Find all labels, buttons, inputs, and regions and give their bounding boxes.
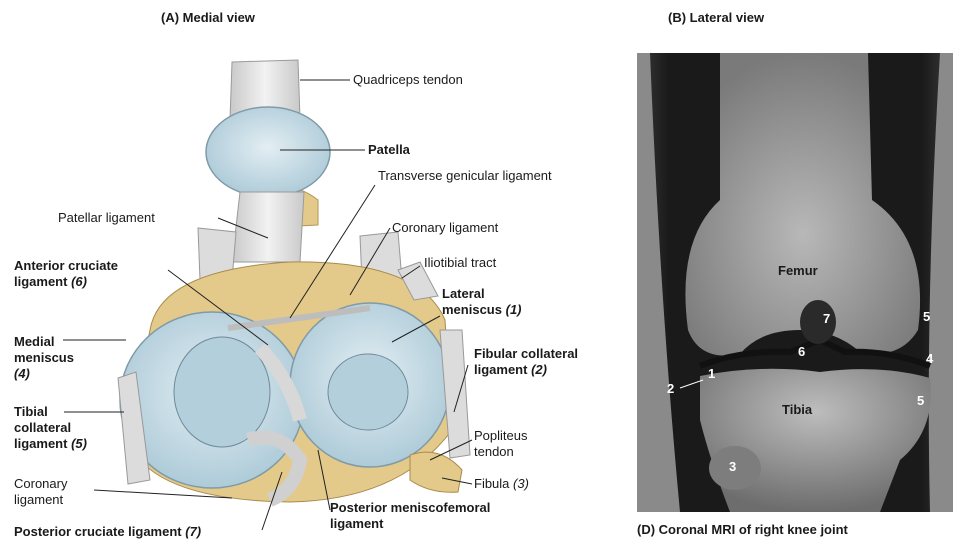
popliteus-tendon-label: Popliteus tendon: [474, 428, 544, 460]
tibial-collateral-label: Tibial collateral ligament (5): [14, 404, 104, 452]
iliotibial-tract-label: Iliotibial tract: [424, 255, 496, 271]
acl-label: Anterior cruciate ligament (6): [14, 258, 174, 290]
patellar-ligament-shape: [232, 192, 304, 262]
lateral-meniscus-label: Lateral meniscus (1): [442, 286, 532, 318]
mri-number-6: 6: [798, 344, 805, 359]
mri-number-1: 1: [708, 366, 715, 381]
patella-label: Patella: [368, 142, 410, 158]
mri-number-5-upper: 5: [923, 309, 930, 324]
coronary-ligament-bottom-label: Coronary ligament: [14, 476, 94, 508]
pcl-label: Posterior cruciate ligament (7): [14, 524, 201, 540]
mri-number-5-lower: 5: [917, 393, 924, 408]
mri-number-2: 2: [667, 381, 674, 396]
fibula-label: Fibula (3): [474, 476, 529, 492]
mri-number-4: 4: [926, 351, 933, 366]
mri-number-3: 3: [729, 459, 736, 474]
fibula-shape: [410, 452, 462, 492]
patellar-ligament-label: Patellar ligament: [58, 210, 155, 226]
patella-shape: [206, 107, 330, 197]
transverse-genicular-label: Transverse genicular ligament: [378, 168, 563, 184]
fibular-collateral-label: Fibular collateral ligament (2): [474, 346, 584, 378]
mri-femur-label: Femur: [778, 263, 818, 278]
mri-tibia-label: Tibia: [782, 402, 812, 417]
medial-meniscus-label: Medial meniscus (4): [14, 334, 80, 382]
coronary-ligament-top-label: Coronary ligament: [392, 220, 498, 236]
mri-number-7: 7: [823, 311, 830, 326]
mri-caption: (D) Coronal MRI of right knee joint: [637, 522, 848, 537]
quadriceps-tendon-label: Quadriceps tendon: [353, 72, 463, 88]
posterior-meniscofemoral-label: Posterior meniscofemoral ligament: [330, 500, 530, 532]
